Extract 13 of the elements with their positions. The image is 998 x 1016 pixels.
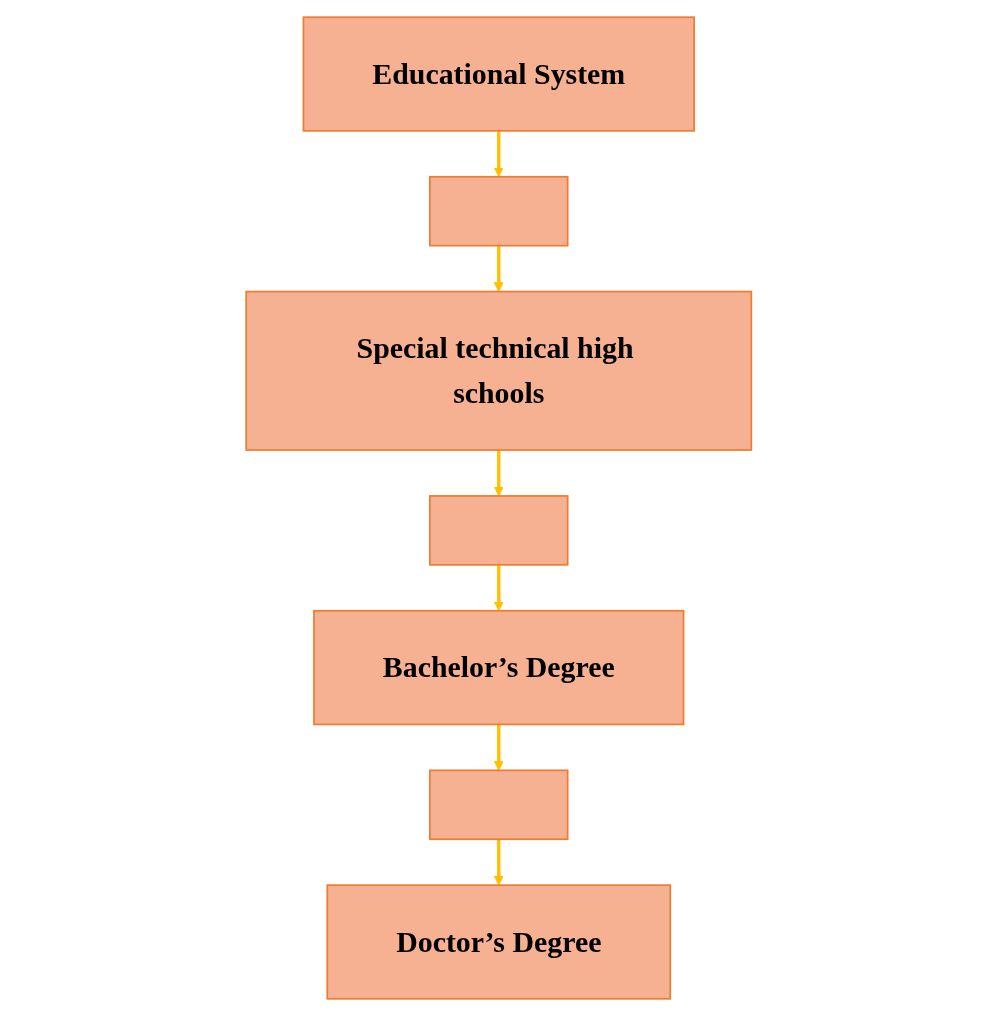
node-box: Educational System bbox=[302, 16, 696, 132]
node-box: Bachelor’s Degree bbox=[313, 609, 685, 726]
node-box bbox=[429, 175, 569, 247]
node-box: Doctor’s Degree bbox=[326, 884, 672, 1000]
node-box bbox=[429, 769, 569, 841]
arrow bbox=[493, 839, 505, 886]
arrow bbox=[493, 130, 505, 178]
arrow bbox=[493, 564, 505, 612]
arrow bbox=[493, 724, 505, 771]
node-box bbox=[429, 495, 569, 566]
arrow bbox=[493, 245, 505, 293]
arrow bbox=[493, 450, 505, 497]
node-box: Special technical high schools bbox=[245, 290, 753, 451]
